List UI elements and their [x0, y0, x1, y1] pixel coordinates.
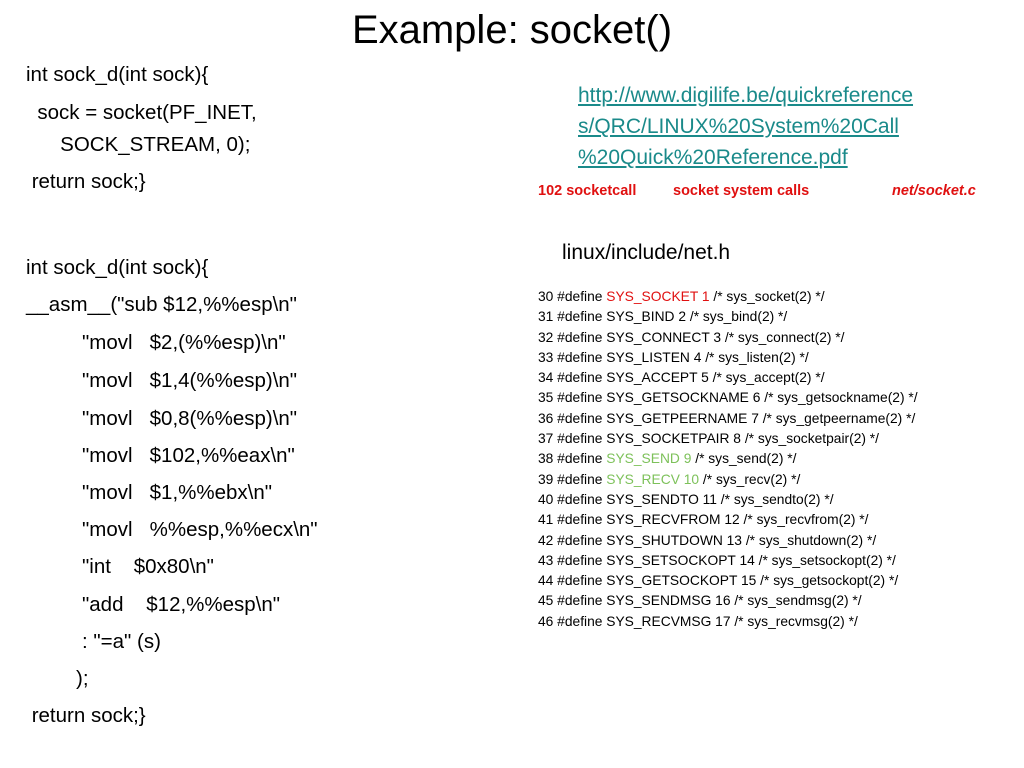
define-name: SYS_RECVFROM 12: [606, 512, 740, 528]
define-name: SYS_BIND 2: [606, 309, 687, 325]
define-name: SYS_RECV 10: [606, 471, 700, 487]
reference-link-line: http://www.digilife.be/quickreference: [578, 84, 914, 107]
define-line: 44 #define SYS_GETSOCKOPT 15 /* sys_gets…: [538, 573, 899, 589]
define-line: 38 #define SYS_SEND 9 /* sys_send(2) */: [538, 451, 797, 467]
code-line: "movl $2,(%%esp)\n": [82, 331, 286, 354]
syscall-source-file: net/socket.c: [892, 183, 976, 199]
code-line: "movl $102,%%eax\n": [82, 444, 295, 467]
code-line: "movl $1,4(%%esp)\n": [82, 369, 298, 392]
define-line: 30 #define SYS_SOCKET 1 /* sys_socket(2)…: [538, 289, 825, 304]
define-line: 45 #define SYS_SENDMSG 16 /* sys_sendmsg…: [538, 593, 862, 609]
code-line: return sock;}: [26, 704, 146, 727]
syscall-number: 102 socketcall: [538, 183, 637, 199]
define-name: SYS_GETSOCKNAME 6: [606, 390, 761, 406]
define-line: 36 #define SYS_GETPEERNAME 7 /* sys_getp…: [538, 410, 916, 426]
define-name: SYS_SHUTDOWN 13: [606, 532, 742, 548]
code-line: SOCK_STREAM, 0);: [26, 133, 251, 156]
code-line: __asm__("sub $12,%%esp\n": [26, 293, 297, 316]
define-name: SYS_GETSOCKOPT 15: [606, 573, 757, 589]
code-line: int sock_d(int sock){: [26, 256, 209, 279]
define-name: SYS_SOCKET 1: [606, 289, 710, 304]
define-name: SYS_RECVMSG 17: [606, 613, 731, 629]
define-line: 40 #define SYS_SENDTO 11 /* sys_sendto(2…: [538, 491, 834, 507]
define-list: 30 #define SYS_SOCKET 1 /* sys_socket(2)…: [538, 287, 918, 632]
reference-link-line: s/QRC/LINUX%20System%20Call: [578, 115, 899, 138]
slide-title: Example: socket(): [351, 8, 673, 52]
reference-link-line: %20Quick%20Reference.pdf: [578, 146, 848, 169]
define-line: 42 #define SYS_SHUTDOWN 13 /* sys_shutdo…: [538, 532, 877, 548]
define-line: 37 #define SYS_SOCKETPAIR 8 /* sys_socke…: [538, 431, 880, 447]
define-name: SYS_GETPEERNAME 7: [606, 410, 759, 426]
code-line: "int $0x80\n": [82, 555, 214, 578]
code-line: "movl $1,%%ebx\n": [82, 481, 273, 504]
code-line: "add $12,%%esp\n": [82, 593, 281, 616]
reference-link[interactable]: http://www.digilife.be/quickreference s/…: [578, 80, 998, 173]
syscall-description: socket system calls: [673, 183, 810, 199]
code-line: int sock_d(int sock){: [26, 63, 209, 86]
code-line: );: [76, 667, 89, 690]
define-name: SYS_SENDTO 11: [606, 491, 717, 507]
code-line: return sock;}: [26, 170, 146, 193]
code-line: "movl $0,8(%%esp)\n": [82, 407, 298, 430]
define-name: SYS_SENDMSG 16: [606, 593, 731, 609]
code-line: sock = socket(PF_INET,: [26, 101, 257, 124]
define-line: 41 #define SYS_RECVFROM 12 /* sys_recvfr…: [538, 512, 869, 528]
define-line: 43 #define SYS_SETSOCKOPT 14 /* sys_sets…: [538, 552, 896, 568]
define-line: 34 #define SYS_ACCEPT 5 /* sys_accept(2)…: [538, 370, 825, 386]
define-line: 46 #define SYS_RECVMSG 17 /* sys_recvmsg…: [538, 613, 858, 629]
header-file-name: linux/include/net.h: [562, 241, 731, 264]
define-name: SYS_SEND 9: [606, 451, 692, 467]
code-line: "movl %%esp,%%ecx\n": [82, 518, 318, 541]
define-name: SYS_SETSOCKOPT 14: [606, 552, 755, 568]
define-name: SYS_LISTEN 4: [606, 349, 702, 365]
define-name: SYS_SOCKETPAIR 8: [606, 431, 741, 447]
define-name: SYS_CONNECT 3: [606, 329, 722, 345]
define-line: 33 #define SYS_LISTEN 4 /* sys_listen(2)…: [538, 349, 809, 365]
define-line: 39 #define SYS_RECV 10 /* sys_recv(2) */: [538, 471, 801, 487]
define-line: 32 #define SYS_CONNECT 3 /* sys_connect(…: [538, 329, 845, 345]
define-line: 31 #define SYS_BIND 2 /* sys_bind(2) */: [538, 309, 788, 325]
define-line: 35 #define SYS_GETSOCKNAME 6 /* sys_gets…: [538, 390, 918, 406]
code-line: : "=a" (s): [82, 630, 161, 653]
define-name: SYS_ACCEPT 5: [606, 370, 709, 386]
